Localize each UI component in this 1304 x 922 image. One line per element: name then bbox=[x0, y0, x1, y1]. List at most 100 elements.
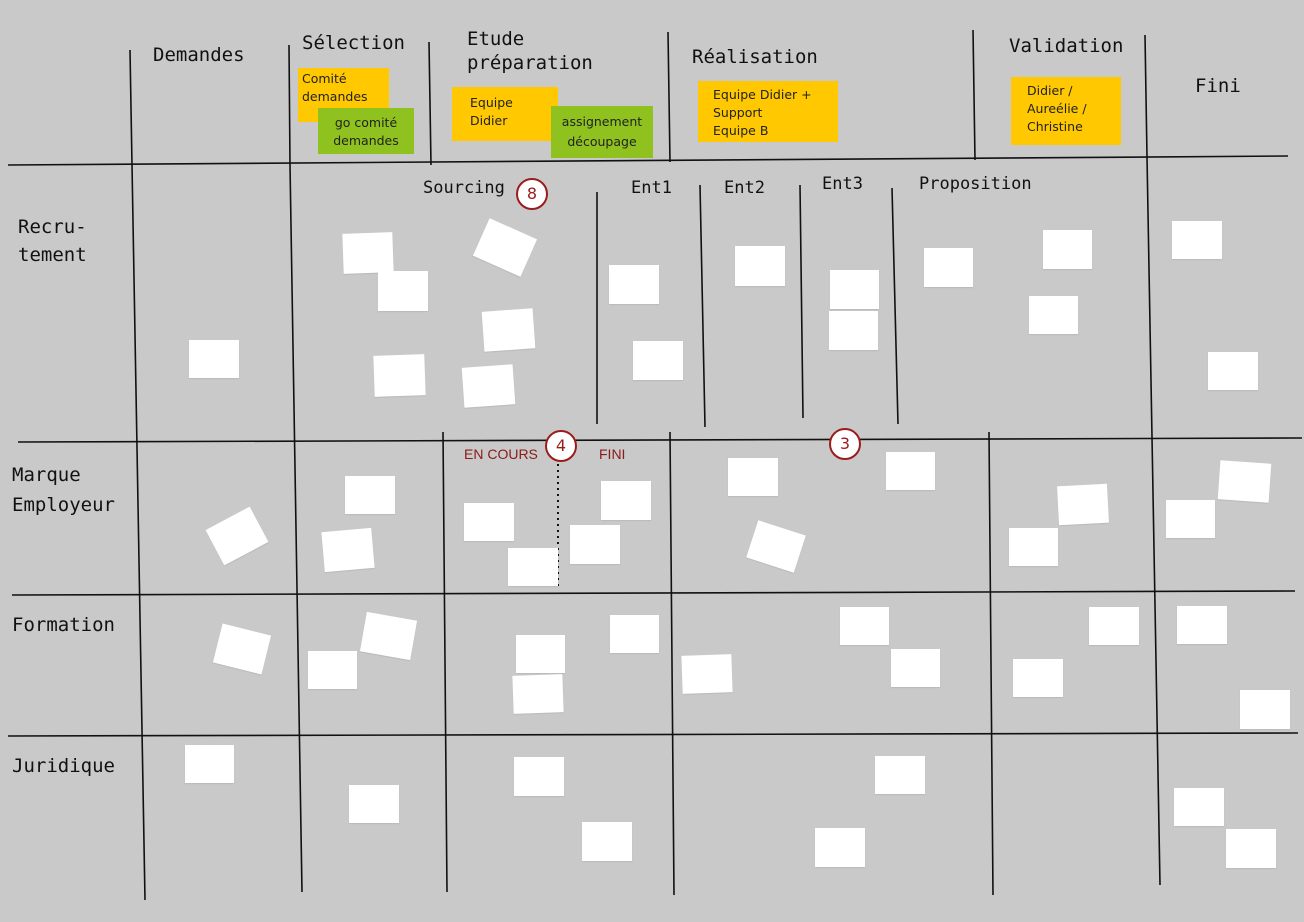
subcolumn-proposition: Proposition bbox=[919, 174, 1032, 194]
task-card[interactable] bbox=[886, 452, 935, 490]
task-card[interactable] bbox=[308, 651, 357, 689]
wip-limit-en-cours-badge: 4 bbox=[545, 430, 577, 462]
col-separator-demandes bbox=[131, 164, 146, 901]
col-separator-fini bbox=[1146, 156, 1161, 886]
subcolumn-ent3: Ent3 bbox=[822, 174, 863, 194]
task-card[interactable] bbox=[1043, 230, 1092, 269]
row-separator-1 bbox=[17, 437, 1303, 443]
subcolumn-sourcing: Sourcing bbox=[423, 178, 505, 198]
task-card[interactable] bbox=[582, 822, 632, 861]
sticky-equipe-didier-support-text: Equipe Didier + Support Equipe B bbox=[713, 87, 812, 138]
task-card[interactable] bbox=[840, 607, 889, 645]
task-card[interactable] bbox=[461, 364, 516, 408]
status-en-cours: EN COURS bbox=[464, 446, 538, 462]
task-card[interactable] bbox=[815, 828, 865, 867]
task-card[interactable] bbox=[610, 615, 659, 653]
task-card[interactable] bbox=[1174, 788, 1224, 826]
wip-limit-sourcing-badge: 8 bbox=[516, 178, 548, 210]
task-card[interactable] bbox=[321, 527, 375, 573]
task-card[interactable] bbox=[735, 246, 785, 286]
task-card[interactable] bbox=[516, 635, 565, 673]
task-card[interactable] bbox=[875, 756, 925, 794]
task-card[interactable] bbox=[464, 503, 514, 541]
task-card[interactable] bbox=[1172, 221, 1222, 259]
task-card[interactable] bbox=[342, 232, 394, 274]
task-card[interactable] bbox=[185, 745, 234, 783]
task-card[interactable] bbox=[378, 271, 428, 311]
col-separator-header-5 bbox=[972, 29, 976, 161]
row-header-recrutement: Recru- tement bbox=[18, 216, 87, 266]
subcolumn-ent1: Ent1 bbox=[631, 178, 672, 198]
task-card[interactable] bbox=[514, 757, 564, 796]
col-separator-header-4 bbox=[667, 31, 671, 163]
task-card[interactable] bbox=[891, 649, 940, 687]
wip-limit-realisation-badge: 3 bbox=[829, 428, 861, 460]
col-separator-header-3 bbox=[428, 41, 432, 166]
sticky-validators[interactable]: Didier / Aureélie / Christine bbox=[1011, 77, 1121, 145]
subcolumn-ent2: Ent2 bbox=[724, 178, 765, 198]
task-card[interactable] bbox=[829, 311, 878, 350]
col-separator-header-2 bbox=[288, 44, 291, 166]
task-card[interactable] bbox=[830, 270, 879, 309]
task-card[interactable] bbox=[508, 548, 558, 586]
task-card[interactable] bbox=[601, 481, 651, 520]
task-card[interactable] bbox=[1208, 352, 1258, 390]
task-card[interactable] bbox=[681, 654, 733, 694]
task-card[interactable] bbox=[633, 341, 683, 380]
header-separator bbox=[7, 155, 1289, 166]
column-header-selection: Sélection bbox=[302, 32, 405, 54]
sticky-go-comite-demandes[interactable]: go comité demandes bbox=[318, 108, 414, 154]
col-separator-realisation-b bbox=[988, 431, 994, 896]
col-separator-etude bbox=[442, 431, 448, 893]
task-card[interactable] bbox=[359, 611, 418, 661]
sub-separator-proposition bbox=[891, 187, 899, 425]
task-card[interactable] bbox=[373, 354, 426, 397]
task-card[interactable] bbox=[1009, 528, 1058, 566]
sticky-assignement-text: assignement découpage bbox=[561, 114, 643, 149]
sticky-assignement-decoupage[interactable]: assignement découpage bbox=[551, 106, 653, 158]
sub-separator-ent2 bbox=[699, 184, 706, 428]
status-fini: FINI bbox=[599, 446, 626, 462]
row-separator-2 bbox=[11, 590, 1296, 596]
task-card[interactable] bbox=[924, 248, 973, 287]
column-header-demandes: Demandes bbox=[153, 44, 245, 66]
task-card[interactable] bbox=[1029, 296, 1078, 334]
sticky-equipe-didier-text: Equipe Didier bbox=[470, 95, 513, 128]
task-card[interactable] bbox=[345, 476, 395, 514]
column-header-fini: Fini bbox=[1195, 75, 1241, 97]
task-card[interactable] bbox=[512, 674, 564, 714]
task-card[interactable] bbox=[1013, 659, 1063, 697]
column-header-validation: Validation bbox=[1009, 35, 1124, 57]
col-separator-header-6 bbox=[1144, 34, 1148, 158]
task-card[interactable] bbox=[1177, 606, 1227, 644]
task-card[interactable] bbox=[349, 785, 399, 823]
task-card[interactable] bbox=[1217, 460, 1272, 503]
row-header-formation: Formation bbox=[12, 614, 115, 636]
row-header-juridique: Juridique bbox=[12, 755, 115, 777]
sticky-comite-demandes-text: Comité demandes bbox=[302, 71, 368, 104]
task-card[interactable] bbox=[1089, 607, 1139, 645]
task-card[interactable] bbox=[189, 340, 239, 378]
sticky-equipe-didier-support[interactable]: Equipe Didier + Support Equipe B bbox=[698, 81, 838, 142]
sub-separator-ent3 bbox=[799, 184, 804, 419]
task-card[interactable] bbox=[1226, 829, 1276, 868]
task-card[interactable] bbox=[570, 525, 620, 564]
task-card[interactable] bbox=[1166, 500, 1215, 538]
task-card[interactable] bbox=[1057, 483, 1109, 526]
row-header-marque-employeur: Marque Employeur bbox=[12, 464, 115, 516]
task-card[interactable] bbox=[609, 265, 659, 304]
col-separator-realisation-a bbox=[669, 431, 675, 896]
task-card[interactable] bbox=[1240, 690, 1290, 729]
col-separator-selection bbox=[289, 164, 303, 893]
col-separator-header-1 bbox=[129, 49, 133, 166]
sticky-validators-text: Didier / Aureélie / Christine bbox=[1027, 83, 1087, 134]
column-header-realisation: Réalisation bbox=[692, 46, 818, 68]
task-card[interactable] bbox=[481, 308, 536, 352]
sticky-equipe-didier[interactable]: Equipe Didier bbox=[452, 87, 558, 141]
sticky-go-comite-text: go comité demandes bbox=[333, 115, 399, 148]
column-header-etude-preparation: Etude préparation bbox=[467, 28, 593, 74]
row-separator-3 bbox=[7, 732, 1299, 737]
task-card[interactable] bbox=[728, 458, 778, 496]
